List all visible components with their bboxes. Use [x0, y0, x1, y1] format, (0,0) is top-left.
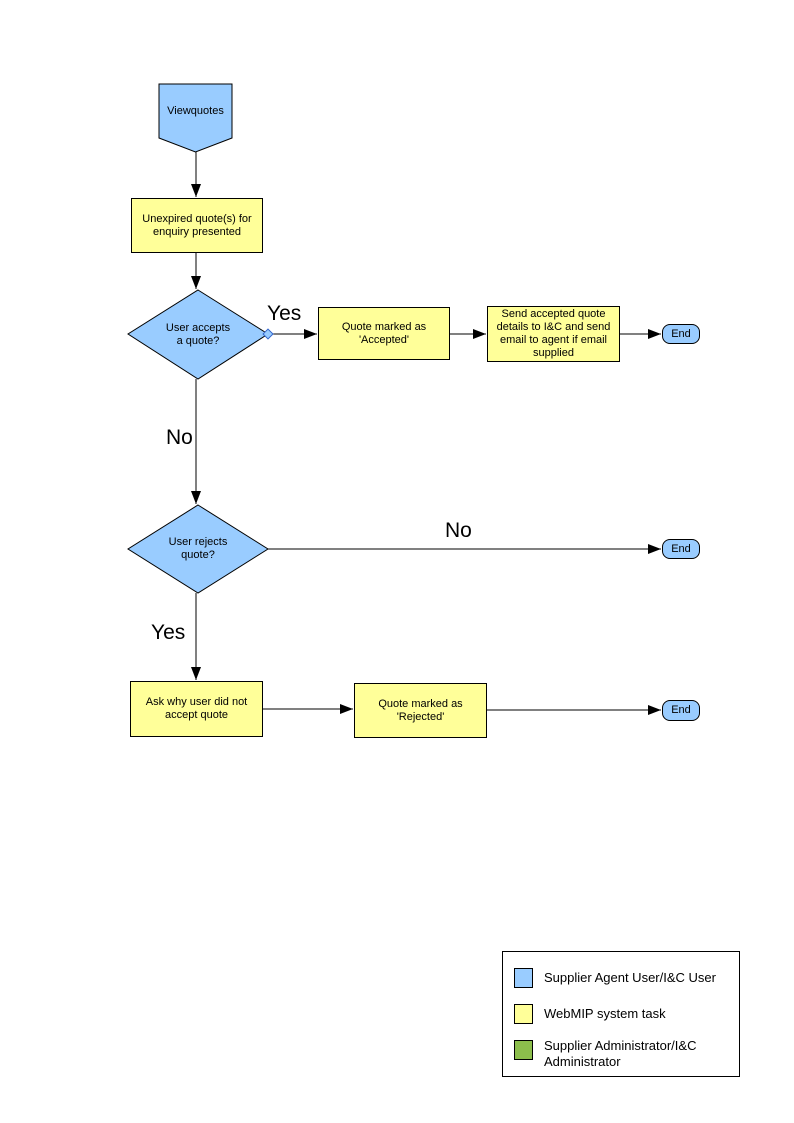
- edge-label-accept-no: No: [166, 426, 193, 449]
- task-ask-why-not-accept: Ask why user did not accept quote: [130, 681, 263, 737]
- legend-label-webmip-task: WebMIP system task: [544, 1006, 666, 1021]
- task-quote-marked-accepted: Quote marked as 'Accepted': [318, 307, 450, 360]
- legend-label-supplier-admin: Supplier Administrator/I&C Administrator: [544, 1038, 697, 1069]
- task-quote-marked-rejected: Quote marked as 'Rejected': [354, 683, 487, 738]
- legend-swatch-supplier-agent: [514, 968, 533, 988]
- edge-label-accept-yes: Yes: [267, 302, 302, 325]
- decision-accepts-shape: [127, 289, 269, 380]
- legend-swatch-webmip-task: [514, 1004, 533, 1024]
- task-unexpired-quotes: Unexpired quote(s) for enquiry presented: [131, 198, 263, 253]
- edge-label-reject-no: No: [445, 519, 472, 542]
- task-send-accepted-details: Send accepted quote details to I&C and s…: [487, 306, 620, 362]
- terminator-end-reject-yes: End: [662, 700, 700, 721]
- decision-rejects-shape: [127, 504, 269, 594]
- decision-accepts-label: User accepts a quote?: [165, 321, 231, 347]
- legend-box: Supplier Agent User/I&C User WebMIP syst…: [502, 951, 740, 1077]
- start-node-label: Viewquotes: [167, 104, 224, 117]
- legend-swatch-supplier-admin: [514, 1040, 533, 1060]
- legend-label-supplier-agent: Supplier Agent User/I&C User: [544, 970, 716, 985]
- terminator-end-accept: End: [662, 324, 700, 344]
- decision-rejects-label: User rejects quote?: [168, 536, 228, 561]
- terminator-end-reject-no: End: [662, 539, 700, 559]
- edge-label-reject-yes: Yes: [151, 621, 186, 644]
- start-pentagon-shape: [158, 83, 233, 153]
- connection-point-marker: [262, 328, 274, 340]
